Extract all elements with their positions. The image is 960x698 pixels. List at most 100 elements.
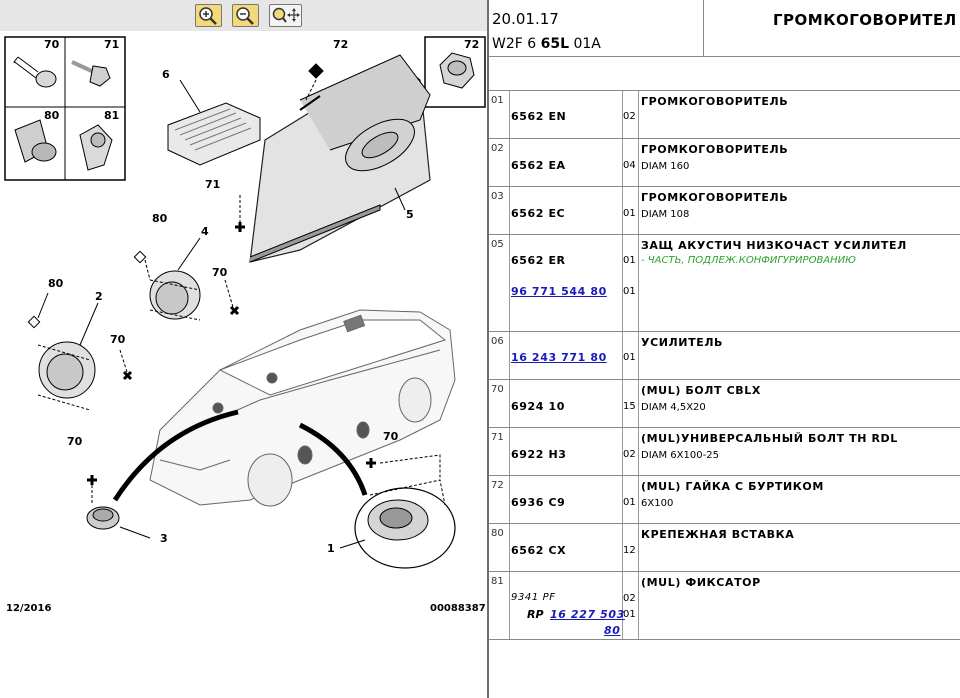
callout-label: 5	[406, 208, 414, 221]
part-reference: 6562 ER	[511, 254, 566, 267]
row-position: 72	[491, 480, 504, 491]
diagram-date: 12/2016	[6, 603, 52, 614]
header-separator	[703, 0, 704, 57]
part-reference-link[interactable]: 16 243 771 80	[511, 351, 607, 364]
part-spec: DIAM 4,5X20	[641, 402, 706, 413]
part-description: УСИЛИТЕЛЬ	[641, 336, 724, 349]
part-spec: DIAM 160	[641, 161, 690, 172]
speaker-2-drawing	[37, 341, 96, 411]
parts-subheader	[489, 57, 960, 91]
table-row[interactable]: 70 6924 10 15 (MUL) БОЛТ CBLX DIAM 4,5X2…	[489, 380, 960, 428]
callout-label: 4	[201, 225, 209, 238]
pane-divider[interactable]	[487, 0, 489, 698]
zoom-toolbar	[0, 0, 487, 31]
part-description: ГРОМКОГОВОРИТЕЛЬ	[641, 143, 789, 156]
part-reference: 6922 H3	[511, 448, 567, 461]
table-row[interactable]: 72 6936 C9 01 (MUL) ГАЙКА С БУРТИКОМ 6X1…	[489, 476, 960, 524]
callout-label: 3	[160, 532, 168, 545]
part-quantity: 12	[623, 545, 636, 556]
zoom-fit-icon	[272, 7, 300, 23]
part-note: - ЧАСТЬ, ПОДЛЕЖ.КОНФИГУРИРОВАНИЮ	[641, 255, 856, 266]
callout-label: 71	[104, 38, 119, 51]
row-position: 06	[491, 336, 504, 347]
part-description: КРЕПЕЖНАЯ ВСТАВКА	[641, 528, 795, 541]
code-bold: 65L	[540, 36, 570, 52]
diagram-number: 00088387	[430, 603, 486, 614]
speaker-1-drawing	[354, 479, 456, 569]
callout-label: 71	[205, 178, 220, 191]
callout-label: 72	[464, 38, 479, 51]
part-reference: 6562 CX	[511, 544, 567, 557]
row-position: 70	[491, 384, 504, 395]
part-quantity: 04	[623, 160, 636, 171]
part-description: (MUL) БОЛТ CBLX	[641, 384, 761, 397]
table-row[interactable]: 02 6562 EA 04 ГРОМКОГОВОРИТЕЛЬ DIAM 160	[489, 139, 960, 187]
callout-label: 70	[44, 38, 60, 51]
car-drawing	[149, 309, 456, 507]
part-quantity: 02	[623, 449, 636, 460]
row-position: 05	[491, 239, 504, 250]
callout-label: 80	[152, 212, 168, 225]
part-reference-link[interactable]: 96 771 544 80	[511, 285, 607, 298]
part-description: ГРОМКОГОВОРИТЕЛЬ	[641, 191, 789, 204]
exploded-diagram-pane: 70 71 80 81 72 72 6 5 71 80 4 70 80 2 70…	[0, 0, 487, 614]
table-row[interactable]: 71 6922 H3 02 (MUL)УНИВЕРСАЛЬНЫЙ БОЛТ TH…	[489, 428, 960, 476]
code-suffix: 01A	[569, 36, 601, 52]
part-description: (MUL)УНИВЕРСАЛЬНЫЙ БОЛТ TH RDL	[641, 432, 898, 445]
callout-label: 70	[110, 333, 126, 346]
tweeter-drawing	[86, 506, 120, 530]
table-row[interactable]: 80 6562 CX 12 КРЕПЕЖНАЯ ВСТАВКА	[489, 524, 960, 572]
table-row[interactable]: 05 6562 ER 01 96 771 544 80 01 ЗАЩ АКУСТ…	[489, 235, 960, 332]
part-spec: DIAM 6X100-25	[641, 450, 719, 461]
replacement-reference-link[interactable]: 16 227 503	[550, 608, 625, 621]
part-quantity: 02	[623, 111, 636, 122]
parts-illustration: 70 71 80 81 72 72 6 5 71 80 4 70 80 2 70…	[4, 36, 486, 569]
part-reference: 6562 EA	[511, 159, 566, 172]
part-spec: DIAM 108	[641, 209, 690, 220]
callout-label: 6	[162, 68, 170, 81]
amplifier-drawing	[167, 102, 261, 166]
callout-label: 81	[104, 109, 119, 122]
row-position: 81	[491, 576, 504, 587]
part-quantity: 01	[623, 255, 636, 266]
subwoofer-enclosure-drawing	[249, 54, 431, 263]
row-position: 02	[491, 143, 504, 154]
part-quantity: 01	[623, 352, 636, 363]
code-prefix: W2F 6	[492, 36, 541, 52]
zoom-in-icon	[199, 7, 217, 25]
part-reference: 6562 EC	[511, 207, 566, 220]
row-position: 03	[491, 191, 504, 202]
table-row[interactable]: 81 9341 PF 02 RP 16 227 503 80 01 (MUL) …	[489, 572, 960, 640]
table-row[interactable]: 03 6562 EC 01 ГРОМКОГОВОРИТЕЛЬ DIAM 108	[489, 187, 960, 235]
part-reference: 6562 EN	[511, 110, 567, 123]
nut-box	[424, 36, 486, 108]
callout-label: 70	[67, 435, 83, 448]
header-date: 20.01.17	[492, 10, 559, 28]
table-row[interactable]: 06 16 243 771 80 01 УСИЛИТЕЛЬ	[489, 332, 960, 380]
callout-label: 70	[383, 430, 399, 443]
part-quantity: 01	[623, 286, 636, 297]
callout-label: 1	[327, 542, 335, 555]
part-description: (MUL) ГАЙКА С БУРТИКОМ	[641, 480, 824, 493]
parts-header: 20.01.17 W2F 6 65L 01A ГРОМКОГОВОРИТЕЛ	[489, 0, 960, 57]
table-row[interactable]: 01 6562 EN 02 ГРОМКОГОВОРИТЕЛЬ	[489, 91, 960, 139]
zoom-out-button[interactable]	[232, 4, 259, 27]
zoom-fit-button[interactable]	[269, 4, 302, 27]
replacement-label: RP	[527, 608, 544, 621]
header-code: W2F 6 65L 01A	[492, 36, 601, 52]
callout-label: 72	[333, 38, 348, 51]
callout-label: 2	[95, 290, 103, 303]
part-description: ЗАЩ АКУСТИЧ НИЗКОЧАСТ УСИЛИТЕЛ	[641, 239, 907, 252]
part-description: ГРОМКОГОВОРИТЕЛЬ	[641, 95, 789, 108]
callout-label: 70	[212, 266, 228, 279]
replacement-reference-link-cont[interactable]: 80	[604, 624, 621, 637]
callout-label: 80	[44, 109, 60, 122]
row-position: 01	[491, 95, 504, 106]
part-quantity: 01	[623, 208, 636, 219]
part-quantity: 02	[623, 593, 636, 604]
speaker-4-drawing	[149, 270, 201, 321]
zoom-in-button[interactable]	[195, 4, 222, 27]
row-position: 71	[491, 432, 504, 443]
part-reference: 9341 PF	[511, 592, 556, 603]
callout-label: 80	[48, 277, 64, 290]
